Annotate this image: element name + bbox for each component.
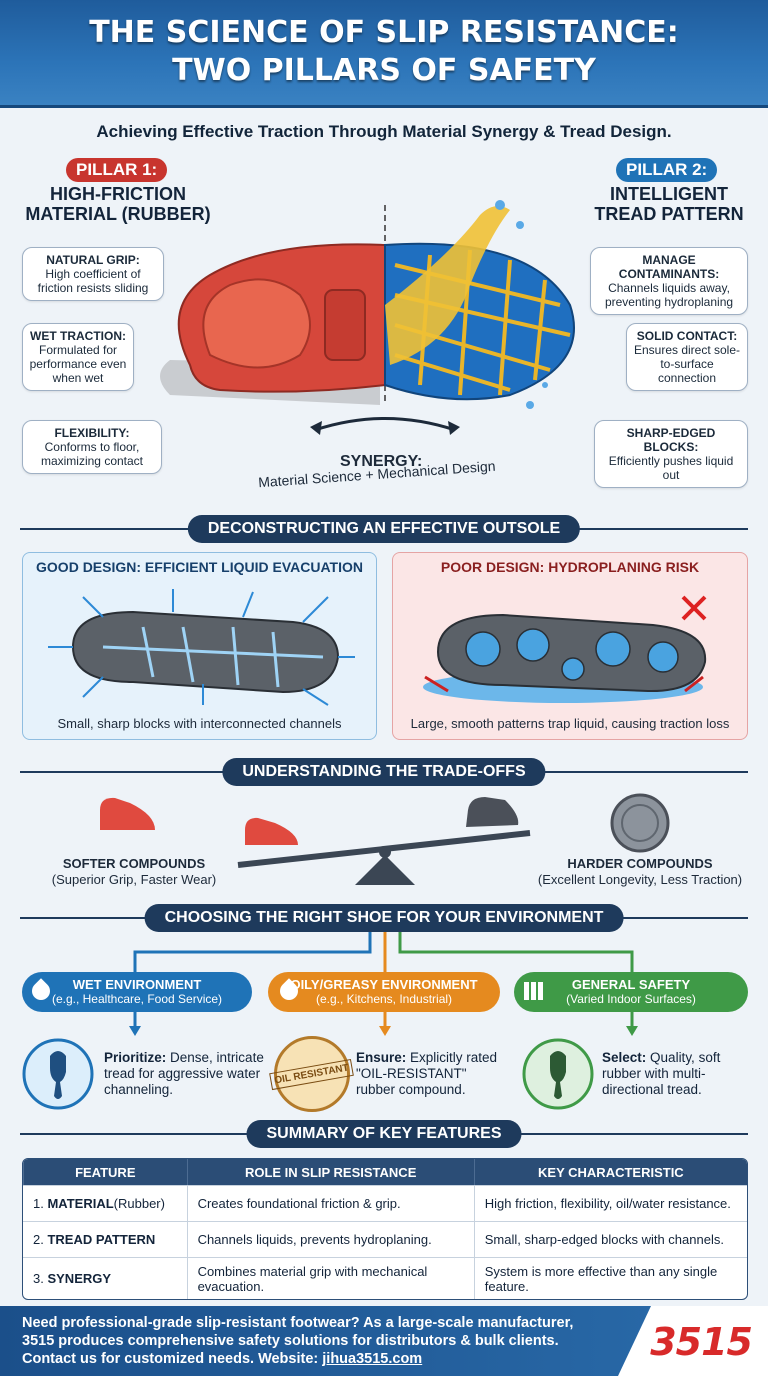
- section-title-choose: CHOOSING THE RIGHT SHOE FOR YOUR ENVIRON…: [144, 904, 624, 932]
- title-line-2: TWO PILLARS OF SAFETY: [172, 53, 596, 88]
- synergy-title: SYNERGY:: [340, 453, 423, 470]
- pillar-1-tag: PILLAR 1:: [66, 158, 168, 182]
- table-cell-feature: 1. MATERIAL (Rubber): [33, 1196, 165, 1211]
- env-wet: WET ENVIRONMENT(e.g., Healthcare, Food S…: [22, 972, 252, 1012]
- section-title-outsole: DECONSTRUCTING AN EFFECTIVE OUTSOLE: [187, 515, 581, 543]
- brand-logo: 3515: [618, 1306, 768, 1376]
- title-line-1: THE SCIENCE OF SLIP RESISTANCE:: [89, 15, 679, 50]
- good-sole-illustration: [48, 589, 355, 706]
- table-row: 3. SYNERGY Combines material grip with m…: [23, 1257, 747, 1299]
- table-cell-characteristic: High friction, flexibility, oil/water re…: [473, 1186, 747, 1221]
- table-header-cell: FEATURE: [23, 1159, 187, 1185]
- footer-text: Need professional-grade slip-resistant f…: [22, 1315, 574, 1367]
- page-subtitle: Achieving Effective Traction Through Mat…: [96, 122, 672, 141]
- floor-tiles-icon: [524, 982, 544, 1000]
- env-oily-advice: Ensure: Explicitly rated "OIL-RESISTANT"…: [356, 1050, 498, 1097]
- callout-wet-traction: WET TRACTION:Formulated for performance …: [22, 323, 134, 391]
- footer-banner: Need professional-grade slip-resistant f…: [0, 1306, 768, 1376]
- good-design-title: GOOD DESIGN: EFFICIENT LIQUID EVACUATION: [36, 559, 363, 575]
- section-title-tradeoffs: UNDERSTANDING THE TRADE-OFFS: [222, 758, 546, 786]
- table-row: 2. TREAD PATTERN Channels liquids, preve…: [23, 1221, 747, 1257]
- general-shoe-print-icon: [522, 1038, 594, 1110]
- callout-solid-contact: SOLID CONTACT:Ensures direct sole-to-sur…: [626, 323, 748, 391]
- harder-compounds: HARDER COMPOUNDS(Excellent Longevity, Le…: [537, 856, 743, 887]
- poor-design-caption: Large, smooth patterns trap liquid, caus…: [410, 716, 730, 731]
- table-cell-characteristic: System is more effective than any single…: [473, 1258, 747, 1299]
- table-header-row: FEATURE ROLE IN SLIP RESISTANCE KEY CHAR…: [23, 1159, 747, 1185]
- table-cell-feature: 3. SYNERGY: [33, 1271, 112, 1286]
- branch-connectors: [129, 932, 638, 1036]
- header-banner: THE SCIENCE OF SLIP RESISTANCE:TWO PILLA…: [0, 0, 768, 108]
- table-cell-characteristic: Small, sharp-edged blocks with channels.: [473, 1222, 747, 1257]
- tradeoff-illustration: [100, 793, 670, 885]
- callout-sharp-edged-blocks: SHARP-EDGED BLOCKS:Efficiently pushes li…: [594, 420, 748, 488]
- good-design-caption: Small, sharp blocks with interconnected …: [57, 716, 342, 731]
- summary-table: FEATURE ROLE IN SLIP RESISTANCE KEY CHAR…: [22, 1158, 748, 1300]
- callout-manage-contaminants: MANAGE CONTAMINANTS:Channels liquids awa…: [590, 247, 748, 315]
- table-header-cell: KEY CHARACTERISTIC: [473, 1159, 747, 1185]
- oil-resistant-stamp: OIL RESISTANT: [269, 1036, 355, 1112]
- good-design-panel: GOOD DESIGN: EFFICIENT LIQUID EVACUATION…: [22, 552, 377, 740]
- callout-flexibility: FLEXIBILITY:Conforms to floor, maximizin…: [22, 420, 162, 474]
- poor-sole-illustration: [423, 595, 707, 703]
- table-cell-role: Creates foundational friction & grip.: [186, 1186, 474, 1221]
- env-wet-advice: Prioritize: Dense, intricate tread for a…: [104, 1050, 264, 1097]
- env-general: GENERAL SAFETY(Varied Indoor Surfaces): [514, 972, 748, 1012]
- env-oily: OILY/GREASY ENVIRONMENT(e.g., Kitchens, …: [268, 972, 500, 1012]
- table-cell-feature: 2. TREAD PATTERN: [33, 1232, 156, 1247]
- softer-compounds: SOFTER COMPOUNDS(Superior Grip, Faster W…: [51, 856, 217, 887]
- wet-shoe-print-icon: [22, 1038, 94, 1110]
- poor-design-panel: POOR DESIGN: HYDROPLANING RISK Large, sm…: [392, 552, 748, 740]
- section-title-summary: SUMMARY OF KEY FEATURES: [246, 1120, 522, 1148]
- table-cell-role: Channels liquids, prevents hydroplaning.: [186, 1222, 474, 1257]
- env-general-advice: Select: Quality, soft rubber with multi-…: [602, 1050, 721, 1097]
- callout-natural-grip: NATURAL GRIP:High coefficient of frictio…: [22, 247, 164, 301]
- website-link[interactable]: jihua3515.com: [322, 1351, 423, 1367]
- table-row: 1. MATERIAL (Rubber) Creates foundationa…: [23, 1185, 747, 1221]
- outsole-illustration: [160, 200, 575, 435]
- pillar-2-tag: PILLAR 2:: [616, 158, 718, 182]
- page-title: THE SCIENCE OF SLIP RESISTANCE:TWO PILLA…: [0, 14, 768, 90]
- poor-design-title: POOR DESIGN: HYDROPLANING RISK: [440, 559, 700, 575]
- table-cell-role: Combines material grip with mechanical e…: [186, 1258, 474, 1299]
- table-header-cell: ROLE IN SLIP RESISTANCE: [186, 1159, 474, 1185]
